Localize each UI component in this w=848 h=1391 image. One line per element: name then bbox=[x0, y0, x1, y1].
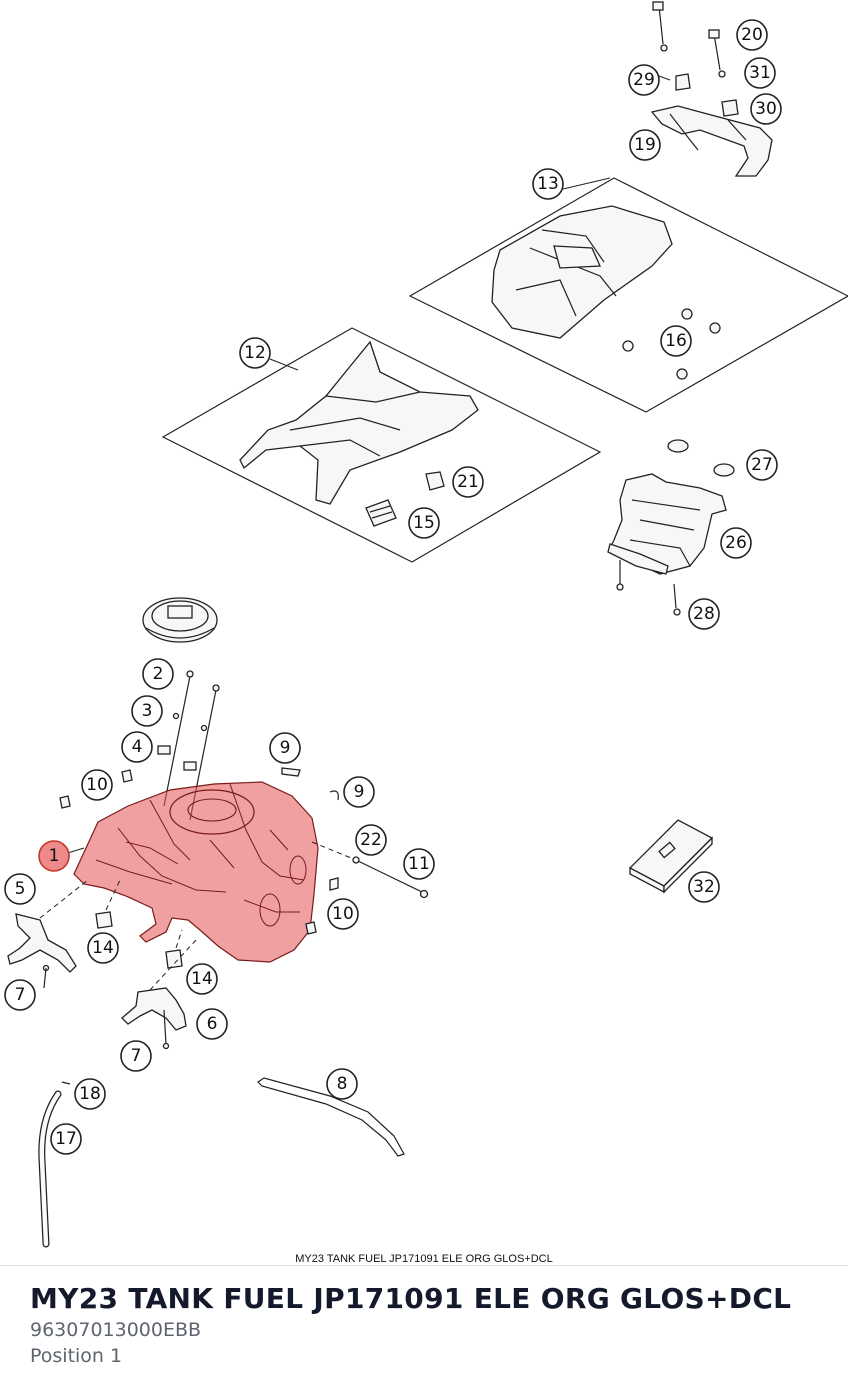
svg-text:18: 18 bbox=[79, 1084, 101, 1104]
callout-7-left[interactable]: 7 bbox=[4, 979, 36, 1011]
svg-text:16: 16 bbox=[665, 331, 687, 351]
fuel-cap[interactable] bbox=[142, 597, 218, 643]
svg-text:4: 4 bbox=[132, 737, 143, 757]
callout-3[interactable]: 3 bbox=[131, 695, 163, 727]
auxiliary-tank-26[interactable] bbox=[607, 439, 735, 616]
bolt-11[interactable] bbox=[311, 841, 429, 899]
svg-text:14: 14 bbox=[92, 938, 114, 958]
clamp-18[interactable] bbox=[61, 1081, 71, 1085]
clip-9[interactable] bbox=[281, 767, 339, 801]
part-number: 96307013000EBB bbox=[30, 1319, 202, 1341]
callout-10-left[interactable]: 10 bbox=[81, 769, 113, 801]
part-details-panel: MY23 TANK FUEL JP171091 ELE ORG GLOS+DCL… bbox=[0, 1265, 848, 1391]
callout-26[interactable]: 26 bbox=[720, 527, 752, 559]
callout-19[interactable]: 19 bbox=[629, 129, 661, 161]
diagram-caption: MY23 TANK FUEL JP171091 ELE ORG GLOS+DCL bbox=[295, 1253, 553, 1265]
svg-text:5: 5 bbox=[15, 879, 26, 899]
rear-seat-13[interactable] bbox=[408, 177, 848, 413]
svg-text:6: 6 bbox=[207, 1014, 218, 1034]
clip-10[interactable] bbox=[59, 769, 339, 935]
svg-text:22: 22 bbox=[360, 830, 382, 850]
fuel-tank-1[interactable] bbox=[73, 781, 319, 963]
svg-text:32: 32 bbox=[693, 877, 715, 897]
part-title: MY23 TANK FUEL JP171091 ELE ORG GLOS+DCL bbox=[30, 1282, 792, 1315]
callout-20[interactable]: 20 bbox=[736, 19, 768, 51]
svg-text:1: 1 bbox=[49, 846, 60, 866]
svg-text:21: 21 bbox=[457, 472, 479, 492]
svg-text:17: 17 bbox=[55, 1129, 77, 1149]
callout-14-left[interactable]: 14 bbox=[87, 932, 119, 964]
callout-32[interactable]: 32 bbox=[688, 871, 720, 903]
callout-16[interactable]: 16 bbox=[660, 325, 692, 357]
svg-text:28: 28 bbox=[693, 604, 715, 624]
clip-21[interactable] bbox=[425, 471, 445, 491]
callout-9-top[interactable]: 9 bbox=[269, 732, 301, 764]
svg-text:12: 12 bbox=[244, 343, 266, 363]
callout-14-right[interactable]: 14 bbox=[186, 963, 218, 995]
callout-18[interactable]: 18 bbox=[74, 1078, 106, 1110]
battery-15[interactable] bbox=[365, 499, 397, 527]
callout-10-right[interactable]: 10 bbox=[327, 898, 359, 930]
callout-30[interactable]: 30 bbox=[750, 93, 782, 125]
svg-text:9: 9 bbox=[280, 738, 291, 758]
callout-4[interactable]: 4 bbox=[121, 731, 153, 763]
callout-17[interactable]: 17 bbox=[50, 1123, 82, 1155]
svg-text:7: 7 bbox=[131, 1046, 142, 1066]
callout-9-right[interactable]: 9 bbox=[343, 776, 375, 808]
svg-text:27: 27 bbox=[751, 455, 773, 475]
bolt-20[interactable] bbox=[708, 29, 726, 78]
callout-21[interactable]: 21 bbox=[452, 466, 484, 498]
svg-text:8: 8 bbox=[337, 1074, 348, 1094]
svg-text:11: 11 bbox=[408, 854, 430, 874]
part-position: Position 1 bbox=[30, 1345, 123, 1367]
callout-28[interactable]: 28 bbox=[688, 598, 720, 630]
callout-8[interactable]: 8 bbox=[326, 1068, 358, 1100]
document-pouch-32[interactable] bbox=[628, 819, 714, 894]
callout-22[interactable]: 22 bbox=[355, 824, 387, 856]
callout-13[interactable]: 13 bbox=[532, 168, 564, 200]
grab-handle-19[interactable] bbox=[650, 73, 773, 177]
callout-2[interactable]: 2 bbox=[142, 658, 174, 690]
bolt-29[interactable] bbox=[652, 1, 668, 52]
callout-5[interactable]: 5 bbox=[4, 873, 36, 905]
callout-27[interactable]: 27 bbox=[746, 449, 778, 481]
bracket-5[interactable] bbox=[7, 913, 77, 989]
svg-text:31: 31 bbox=[749, 63, 771, 83]
svg-text:13: 13 bbox=[537, 174, 559, 194]
svg-text:19: 19 bbox=[634, 135, 656, 155]
svg-text:30: 30 bbox=[755, 99, 777, 119]
callout-12[interactable]: 12 bbox=[239, 337, 271, 369]
callout-31[interactable]: 31 bbox=[744, 57, 776, 89]
callout-11[interactable]: 11 bbox=[403, 848, 435, 880]
hose-17[interactable] bbox=[38, 1090, 62, 1248]
callout-29[interactable]: 29 bbox=[628, 64, 660, 96]
tank-bolts[interactable] bbox=[157, 670, 220, 821]
callout-15[interactable]: 15 bbox=[408, 507, 440, 539]
callout-7-bottom[interactable]: 7 bbox=[120, 1040, 152, 1072]
svg-text:10: 10 bbox=[332, 904, 354, 924]
svg-text:15: 15 bbox=[413, 513, 435, 533]
svg-text:2: 2 bbox=[153, 664, 164, 684]
pad-8[interactable] bbox=[257, 1077, 405, 1157]
svg-text:29: 29 bbox=[633, 70, 655, 90]
svg-text:3: 3 bbox=[142, 701, 153, 721]
bracket-6[interactable] bbox=[121, 987, 187, 1050]
svg-text:26: 26 bbox=[725, 533, 747, 553]
svg-text:14: 14 bbox=[191, 969, 213, 989]
svg-text:20: 20 bbox=[741, 25, 763, 45]
front-seat-12[interactable] bbox=[161, 327, 602, 563]
callout-1[interactable]: 1 bbox=[38, 840, 70, 872]
exploded-parts-diagram: 20 29 31 30 19 13 16 12 27 21 15 26 28 2… bbox=[4, 1, 848, 1265]
svg-text:7: 7 bbox=[15, 985, 26, 1005]
svg-text:10: 10 bbox=[86, 775, 108, 795]
rubber-14[interactable] bbox=[95, 879, 183, 969]
nut-set-16[interactable] bbox=[622, 308, 721, 380]
callout-6[interactable]: 6 bbox=[196, 1008, 228, 1040]
svg-text:9: 9 bbox=[354, 782, 365, 802]
